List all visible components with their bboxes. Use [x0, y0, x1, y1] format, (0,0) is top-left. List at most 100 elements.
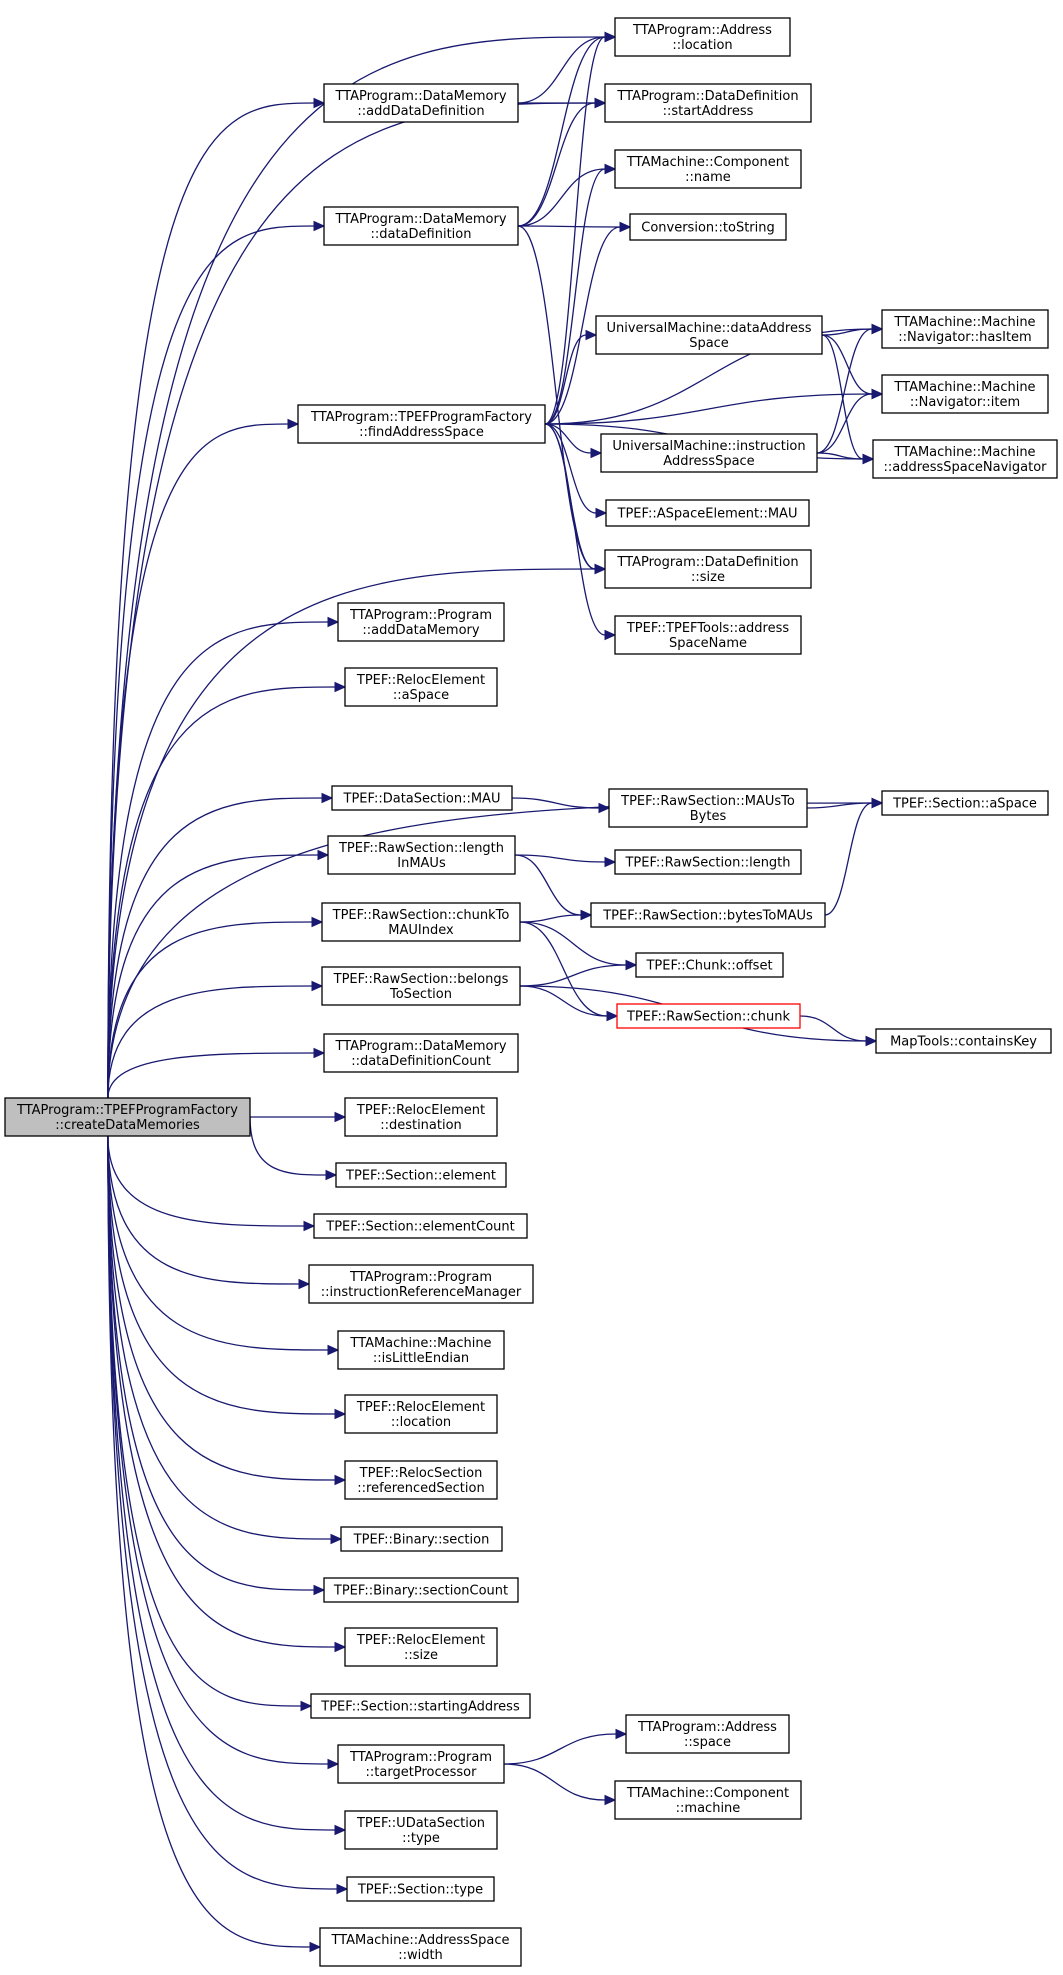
edge-arrowhead [598, 802, 611, 814]
node-conv-tostring[interactable]: Conversion::toString [629, 213, 787, 241]
node-reloc-size[interactable]: TPEF::RelocElement::size [344, 1627, 498, 1667]
node-label-line: ::Navigator::item [910, 395, 1020, 410]
node-label-line: TPEF::RawSection::chunkTo [332, 908, 510, 923]
node-reloc-location[interactable]: TPEF::RelocElement::location [344, 1394, 498, 1434]
node-label-line: ::addDataMemory [362, 623, 479, 638]
node-prog-add-dm[interactable]: TTAProgram::Program::addDataMemory [337, 602, 505, 642]
node-label-line: TTAProgram::TPEFProgramFactory [16, 1103, 238, 1118]
node-prog-irm[interactable]: TTAProgram::Program::instructionReferenc… [308, 1264, 534, 1304]
node-bin-sectioncount[interactable]: TPEF::Binary::sectionCount [323, 1577, 519, 1603]
node-sec-element[interactable]: TPEF::Section::element [335, 1162, 507, 1188]
edge-arrowhead [871, 797, 884, 809]
node-comp-name[interactable]: TTAMachine::Component::name [614, 149, 802, 189]
node-label-line: UniversalMachine::instruction [612, 439, 805, 454]
edge-um_data_as-to-asnav [821, 334, 875, 465]
node-rs-bytestomaus[interactable]: TPEF::RawSection::bytesToMAUs [590, 902, 826, 928]
node-dm-data-def[interactable]: TTAProgram::DataMemory::dataDefinition [323, 206, 519, 246]
node-label-line: ::addDataDefinition [357, 104, 484, 119]
node-root[interactable]: TTAProgram::TPEFProgramFactory::createDa… [4, 1097, 251, 1137]
node-label-line: ::dataDefinition [371, 227, 472, 242]
node-label-line: TTAProgram::DataDefinition [616, 89, 798, 104]
node-label-line: ToSection [389, 987, 452, 1002]
node-reloc-dest[interactable]: TPEF::RelocElement::destination [344, 1097, 498, 1137]
edge-arrowhead [334, 1408, 347, 1420]
node-sec-type[interactable]: TPEF::Section::type [346, 1876, 495, 1902]
node-find-as[interactable]: TTAProgram::TPEFProgramFactory::findAddr… [297, 404, 546, 444]
edge-prog_target-to-comp_machine [503, 1763, 617, 1806]
edge-dm_data_def-to-address_location [517, 31, 617, 227]
edge-arrowhead [303, 1220, 316, 1232]
edge-root-to-udata_type [107, 1135, 347, 1836]
node-reloc-aspace[interactable]: TPEF::RelocElement::aSpace [344, 667, 498, 707]
node-udata-type[interactable]: TPEF::UDataSection::type [344, 1810, 498, 1850]
node-nav-item[interactable]: TTAMachine::Machine::Navigator::item [881, 374, 1049, 414]
node-dd-start[interactable]: TTAProgram::DataDefinition::startAddress [604, 83, 812, 123]
node-machine-islittle[interactable]: TTAMachine::Machine::isLittleEndian [337, 1330, 505, 1370]
edge-arrowhead [287, 418, 300, 430]
node-aspace-mau[interactable]: TPEF::ASpaceElement::MAU [605, 499, 810, 527]
node-label-line: TPEF::Section::aSpace [892, 797, 1037, 812]
node-sec-startaddr[interactable]: TPEF::Section::startingAddress [310, 1693, 531, 1719]
edge-find_as-to-aspace_mau [544, 423, 608, 519]
edge-rs_belongs-to-rs_chunk [519, 985, 619, 1022]
node-sec-elementcount[interactable]: TPEF::Section::elementCount [313, 1213, 528, 1239]
node-rs-chunk[interactable]: TPEF::RawSection::chunk [616, 1003, 801, 1029]
node-dm-add-def[interactable]: TTAProgram::DataMemory::addDataDefinitio… [323, 83, 519, 123]
node-dd-size[interactable]: TTAProgram::DataDefinition::size [604, 549, 812, 589]
edge-root-to-find_as [107, 418, 300, 1099]
edge-root-to-prog_add_dm [107, 616, 340, 1099]
node-label-line: ::Navigator::hasItem [898, 330, 1031, 345]
node-label-line: TPEF::RelocElement [356, 1103, 485, 1118]
node-asnav[interactable]: TTAMachine::Machine::addressSpaceNavigat… [872, 439, 1058, 479]
node-chunk-offset[interactable]: TPEF::Chunk::offset [635, 952, 784, 978]
edge-find_as-to-nav_item [544, 388, 884, 425]
node-maptools-containskey[interactable]: MapTools::containsKey [875, 1028, 1052, 1054]
edge-arrowhead [590, 447, 603, 459]
node-rs-length[interactable]: TPEF::RawSection::length [614, 849, 802, 875]
edge-arrowhead [325, 1169, 338, 1181]
edge-arrowhead [871, 323, 884, 335]
node-prog-target[interactable]: TTAProgram::Program::targetProcessor [337, 1744, 505, 1784]
edge-um_instr_as-to-nav_hasitem [816, 323, 884, 454]
node-label-line: ::destination [380, 1118, 462, 1133]
node-dm-def-count[interactable]: TTAProgram::DataMemory::dataDefinitionCo… [323, 1033, 519, 1073]
node-bin-section[interactable]: TPEF::Binary::section [340, 1526, 503, 1552]
node-ds-mau[interactable]: TPEF::DataSection::MAU [331, 785, 513, 811]
edge-rs_bytestomaus-to-sec_aspace [824, 797, 884, 916]
node-nav-hasitem[interactable]: TTAMachine::Machine::Navigator::hasItem [881, 309, 1049, 349]
node-label-line: TPEF::Section::elementCount [325, 1220, 515, 1235]
edge-arrowhead [298, 1278, 311, 1290]
edge-root-to-bin_sectioncount [107, 1135, 326, 1596]
node-sec-aspace[interactable]: TPEF::Section::aSpace [881, 790, 1049, 816]
edge-root-to-dd_size [107, 563, 607, 1099]
edge-root-to-prog_target [107, 1135, 340, 1770]
node-addr-space[interactable]: TTAProgram::Address::space [625, 1714, 790, 1754]
edge-find_as-to-comp_name [544, 163, 617, 425]
node-label-line: TTAMachine::Machine [893, 445, 1035, 460]
edge-arrowhead [594, 563, 607, 575]
node-label-line: TPEF::RawSection::bytesToMAUs [602, 909, 813, 924]
node-um-instr-as[interactable]: UniversalMachine::instructionAddressSpac… [600, 433, 818, 473]
nodes-layer: TTAProgram::TPEFProgramFactory::createDa… [4, 17, 1058, 1967]
edge-root-to-sec_type [107, 1135, 349, 1895]
node-as-width[interactable]: TTAMachine::AddressSpace::width [319, 1927, 522, 1967]
node-label-line: TPEF::RawSection::chunk [626, 1010, 790, 1025]
edge-root-to-machine_islittle [107, 1135, 340, 1356]
node-address-location[interactable]: TTAProgram::Address::location [614, 17, 791, 57]
node-label-line: Space [689, 336, 729, 351]
node-label-line: ::aSpace [393, 688, 449, 703]
edge-arrowhead [871, 388, 884, 400]
edge-arrowhead [334, 1824, 347, 1836]
node-label-line: ::findAddressSpace [359, 425, 484, 440]
node-comp-machine[interactable]: TTAMachine::Component::machine [614, 1780, 802, 1820]
edge-arrowhead [300, 1700, 313, 1712]
node-relocsec-ref[interactable]: TPEF::RelocSection::referencedSection [344, 1460, 498, 1500]
edge-rs_chunktomau-to-rs_chunk [519, 921, 619, 1022]
